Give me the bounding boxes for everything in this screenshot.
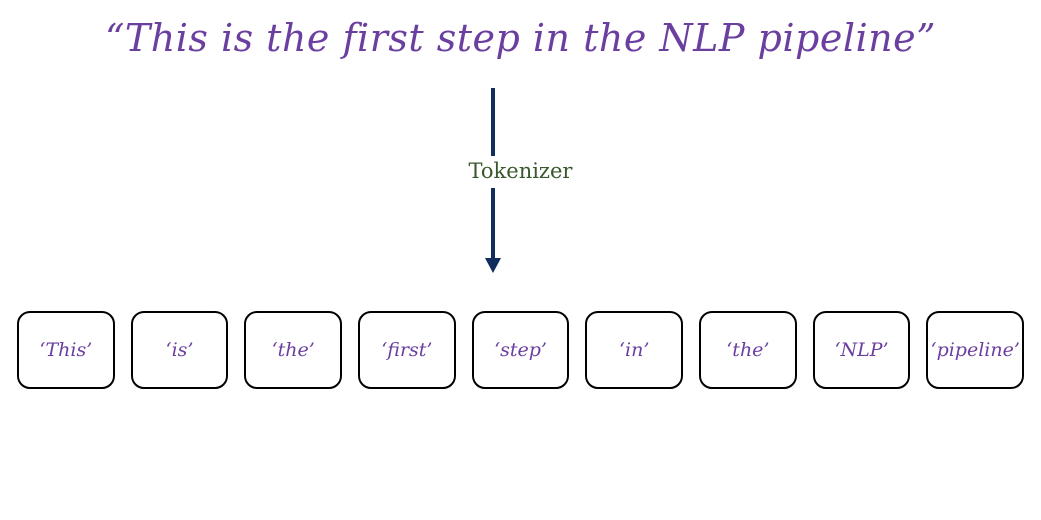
token-box: ‘step’: [471, 311, 570, 389]
token-label: ‘the’: [726, 338, 770, 361]
token-label: ‘in’: [618, 338, 650, 361]
token-box: ‘pipeline’: [926, 311, 1025, 389]
token-label: ‘This’: [39, 338, 93, 361]
token-label: ‘step’: [494, 338, 547, 361]
tokenizer-process-label: Tokenizer: [468, 159, 573, 183]
token-label: ‘NLP’: [834, 338, 889, 361]
token-label: ‘the’: [271, 338, 315, 361]
token-box: ‘This’: [17, 311, 115, 389]
input-sentence-title: “This is the first step in the NLP pipel…: [104, 16, 937, 60]
arrow-line-lower-segment: [491, 188, 495, 260]
token-box: ‘in’: [585, 311, 684, 389]
token-box: ‘the’: [699, 311, 797, 389]
token-boxes-row: ‘This’ ‘is’ ‘the’ ‘first’ ‘step’ ‘in’ ‘t…: [17, 311, 1025, 389]
token-box: ‘first’: [358, 311, 456, 389]
arrow-line-upper-segment: [491, 88, 495, 156]
token-label: ‘pipeline’: [930, 338, 1020, 361]
token-box: ‘is’: [130, 311, 229, 389]
arrow-head-icon: [485, 258, 501, 273]
token-box: ‘the’: [244, 311, 343, 389]
token-box: ‘NLP’: [812, 311, 911, 389]
token-label: ‘first’: [381, 338, 433, 361]
token-label: ‘is’: [165, 338, 194, 361]
